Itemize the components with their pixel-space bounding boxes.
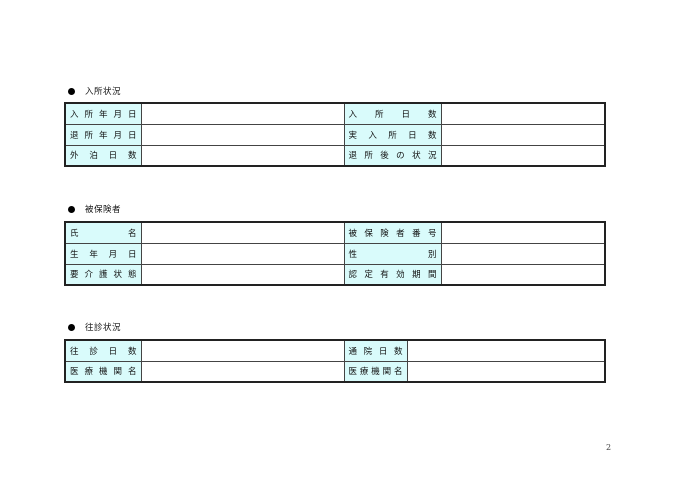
field-label-text: 要介護状態 [70, 270, 137, 281]
field-label-text: 氏名 [70, 228, 137, 239]
table-row: 外泊日数 退所後の状況 [64, 144, 606, 167]
field-label-text: 実入所日数 [348, 130, 437, 141]
field-label-text: 入所年月日 [70, 109, 137, 120]
field-value[interactable] [140, 263, 345, 286]
field-label: 認定有効期間 [343, 263, 442, 286]
field-label-text: 生年月日 [70, 249, 137, 260]
field-value[interactable] [140, 360, 345, 383]
section-title: 往診状況 [85, 323, 122, 333]
field-value[interactable] [406, 339, 606, 362]
table-row: 医療機関名 医療機関名 [64, 360, 606, 383]
field-value[interactable] [440, 144, 606, 167]
section-heading-consultation: 往診状況 [68, 320, 121, 334]
field-label: 退所後の状況 [343, 144, 442, 167]
field-label: 要介護状態 [64, 263, 142, 286]
field-value[interactable] [440, 263, 606, 286]
section-heading-admission: 入所状況 [68, 84, 121, 98]
section-title: 入所状況 [85, 87, 122, 97]
field-value[interactable] [140, 339, 345, 362]
field-value[interactable] [440, 102, 606, 125]
table-row: 要介護状態 認定有効期間 [64, 263, 606, 286]
field-label-text: 通院日数 [348, 346, 403, 357]
field-label-text: 医療機関名 [70, 367, 137, 378]
field-value[interactable] [140, 221, 345, 244]
insured-table: 氏名 被保険者番号生年月日 性別要介護状態 認定有効期間 [64, 221, 606, 286]
field-label-text: 入所日数 [348, 109, 437, 120]
field-label-text: 往診日数 [70, 346, 137, 357]
bullet-icon [68, 323, 75, 331]
table-row: 生年月日 性別 [64, 242, 606, 265]
field-value[interactable] [440, 242, 606, 265]
table-row: 氏名 被保険者番号 [64, 221, 606, 244]
field-value[interactable] [140, 144, 345, 167]
page-number: 2 [606, 443, 612, 452]
field-value[interactable] [440, 221, 606, 244]
field-label: 生年月日 [64, 242, 142, 265]
bullet-icon [68, 87, 75, 95]
field-value[interactable] [440, 123, 606, 146]
field-label-text: 医療機関名 [348, 367, 403, 378]
field-label: 性別 [343, 242, 442, 265]
field-value[interactable] [140, 123, 345, 146]
field-value[interactable] [140, 102, 345, 125]
field-label-text: 退所後の状況 [348, 151, 437, 162]
bullet-icon [68, 205, 75, 213]
field-label: 被保険者番号 [343, 221, 442, 244]
field-label-text: 退所年月日 [70, 130, 137, 141]
section-heading-insured: 被保険者 [68, 202, 121, 216]
field-label: 入所年月日 [64, 102, 142, 125]
section-title: 被保険者 [85, 205, 122, 215]
consultation-table: 往診日数 通院日数医療機関名 医療機関名 [64, 339, 606, 383]
admission-table: 入所年月日 入所日数退所年月日 実入所日数外泊日数 退所後の状況 [64, 102, 606, 167]
field-label-text: 外泊日数 [70, 151, 137, 162]
field-label: 氏名 [64, 221, 142, 244]
field-label-text: 性別 [348, 249, 437, 260]
field-label: 医療機関名 [64, 360, 142, 383]
field-value[interactable] [406, 360, 606, 383]
field-label-text: 認定有効期間 [348, 270, 437, 281]
table-row: 往診日数 通院日数 [64, 339, 606, 362]
field-value[interactable] [140, 242, 345, 265]
field-label: 実入所日数 [343, 123, 442, 146]
field-label: 退所年月日 [64, 123, 142, 146]
field-label: 外泊日数 [64, 144, 142, 167]
table-row: 退所年月日 実入所日数 [64, 123, 606, 146]
field-label: 往診日数 [64, 339, 142, 362]
field-label: 通院日数 [343, 339, 408, 362]
field-label: 入所日数 [343, 102, 442, 125]
field-label: 医療機関名 [343, 360, 408, 383]
field-label-text: 被保険者番号 [348, 228, 437, 239]
table-row: 入所年月日 入所日数 [64, 102, 606, 125]
